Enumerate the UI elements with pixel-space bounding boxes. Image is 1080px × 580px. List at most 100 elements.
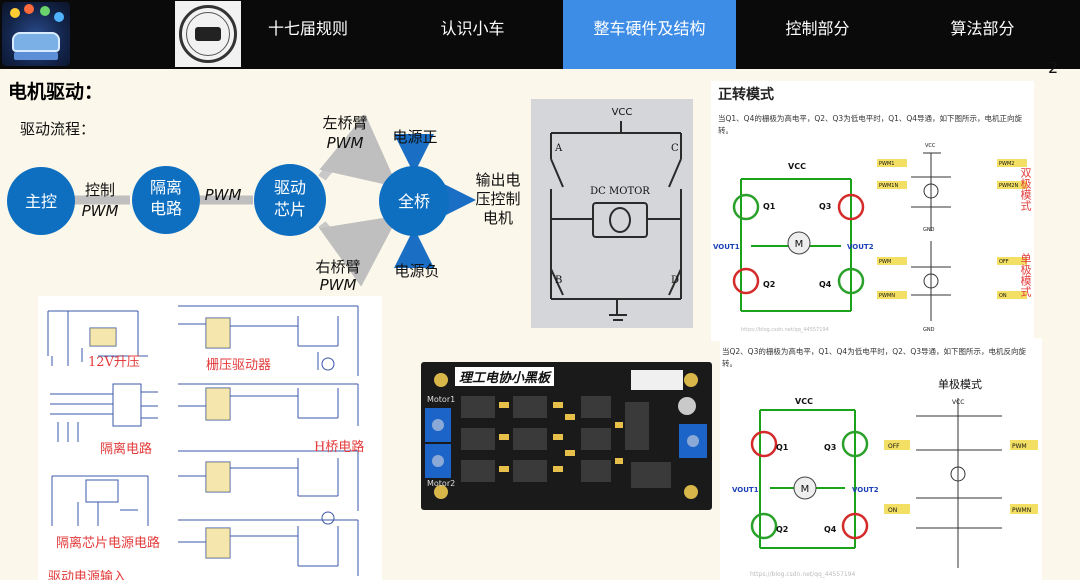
rv-on: ON	[888, 507, 897, 514]
fw-motor-label: M	[795, 239, 804, 250]
single-mode-label: 单极模式	[1019, 253, 1032, 297]
node-full-bridge	[379, 166, 449, 236]
arrow-left-arm	[318, 113, 398, 188]
arrow-right-arm	[318, 215, 399, 287]
node-drv-label-2: 芯片	[274, 200, 306, 219]
pcb-drawing: Motor1 Motor2	[425, 370, 707, 499]
logo-dot	[40, 6, 50, 16]
smart-car-logo	[2, 2, 70, 66]
node-iso-label-1: 隔离	[150, 178, 182, 197]
fw-q3: Q3	[819, 202, 831, 211]
logo-dot	[24, 4, 34, 14]
rv-q4: Q4	[824, 525, 837, 534]
node-main-controller	[7, 167, 75, 235]
left-arm-label: 左桥臂	[322, 114, 367, 132]
rv-vout2: VOUT2	[852, 486, 879, 494]
rv-off: OFF	[888, 443, 900, 450]
fw-vcc: VCC	[788, 162, 806, 171]
fw-pwmn: PWMN	[879, 293, 895, 299]
fw-pwm: PWM	[879, 259, 891, 265]
fw-gnd-bottom: GND	[923, 327, 935, 333]
node-isolation	[132, 166, 200, 234]
fw-gnd-top: GND	[923, 227, 935, 233]
hbridge-forward-image: 正转模式 当Q1、Q4的栅极为高电平，Q2、Q3为低电平时，Q1、Q4导通，如下…	[711, 81, 1034, 341]
single-mode-title: 单极模式	[938, 378, 982, 391]
label-12v-boost: 12V升压	[88, 355, 140, 370]
dc-motor-label: DC MOTOR	[590, 186, 650, 197]
driver-board-photo: 理工电协小黑板 Motor1 Motor2	[421, 362, 712, 510]
right-arm-label: 右桥臂	[315, 258, 360, 276]
rv-q2: Q2	[776, 525, 788, 534]
top-nav-bar: 十七届规则 认识小车 整车硬件及结构 控制部分 算法部分	[0, 0, 1080, 69]
tab-control[interactable]: 控制部分	[785, 19, 850, 38]
dc-switch-c: C	[671, 143, 679, 154]
output-label-2: 压控制	[475, 190, 520, 208]
schematic-drawing	[47, 305, 359, 576]
label-gate-driver: 栅压驱动器	[206, 358, 272, 373]
drive-flow-diagram: 主控 隔离 电路 驱动 芯片 全桥 控制 PWM PWM 左桥臂 PWM 右桥臂…	[7, 113, 521, 294]
node-bridge-label: 全桥	[398, 192, 430, 211]
dc-switch-d: D	[671, 275, 679, 286]
logo-car-shape	[12, 32, 60, 52]
forward-mode-desc: 当Q1、Q4的栅极为高电平，Q2、Q3为低电平时，Q1、Q4导通，如下图所示，电…	[718, 114, 1023, 135]
power-positive-label: 电源正	[392, 128, 437, 146]
rv-pwmn: PWMN	[1012, 507, 1031, 514]
rv-vcc-right: VCC	[952, 399, 964, 406]
edge-pwm-label-1: PWM	[82, 202, 119, 220]
rv-motor-label: M	[801, 484, 810, 495]
seal-inner-ring	[186, 12, 230, 56]
dc-switch-b: B	[555, 275, 562, 286]
dc-switch-a: A	[554, 143, 563, 154]
dc-vcc-label: VCC	[612, 107, 633, 118]
fw-watermark: https://blog.csdn.net/qq_44557194	[741, 327, 829, 333]
pcb-motor1-label: Motor1	[427, 395, 455, 404]
right-arm-pwm: PWM	[320, 276, 357, 294]
hbridge-reverse-image: 当Q2、Q3的栅极为高电平，Q1、Q4为低电平时，Q2、Q3导通，如下图所示，电…	[720, 338, 1042, 580]
fw-q2: Q2	[763, 280, 775, 289]
logo-plate	[14, 52, 58, 60]
driver-schematic-image: 12V升压 栅压驱动器 隔离电路 H桥电路 隔离芯片电源电路 驱动电源输入	[38, 296, 382, 580]
fw-pwm2n: PWM2N	[999, 183, 1018, 189]
tab-rules[interactable]: 十七届规则	[267, 19, 348, 38]
fw-pwm1: PWM1	[879, 161, 894, 167]
fw-pwm1n: PWM1N	[879, 183, 898, 189]
fw-on: ON	[999, 293, 1007, 299]
label-isolation: 隔离电路	[100, 442, 153, 457]
fw-vcc-right: VCC	[925, 143, 936, 149]
node-main-label: 主控	[25, 192, 57, 211]
logo-dot	[10, 8, 20, 18]
dc-motor-switch-photo: VCC DC MOTOR A C B D	[531, 99, 693, 328]
output-label-3: 电机	[483, 209, 513, 227]
label-h-bridge: H桥电路	[314, 440, 365, 455]
reverse-circuit-drawing: M VCC Q1 Q3 Q2 Q4 VOUT1 VOUT2 OFF PWM ON…	[732, 397, 1038, 578]
fw-q4: Q4	[819, 280, 832, 289]
seal-kart-shape	[195, 27, 221, 41]
fw-off: OFF	[999, 259, 1009, 265]
seal-ring	[179, 5, 237, 63]
edge-control-label: 控制	[85, 181, 115, 199]
left-arm-pwm: PWM	[327, 134, 364, 152]
label-drive-input: 驱动电源输入	[48, 570, 127, 580]
rv-pwm: PWM	[1012, 443, 1027, 450]
tab-hardware[interactable]: 整车硬件及结构	[563, 0, 736, 69]
edge-pwm-label-2: PWM	[205, 186, 242, 204]
rv-vout1: VOUT1	[732, 486, 759, 494]
rv-watermark: https://blog.csdn.net/qq_44557194	[750, 571, 856, 578]
fw-vout1: VOUT1	[713, 243, 740, 251]
forward-circuit-drawing: M VCC Q1 Q3 Q2 Q4 VOUT1 VOUT2 PWM1 PWM2 …	[713, 143, 1027, 333]
rv-q3: Q3	[824, 443, 836, 452]
rv-q1: Q1	[776, 443, 789, 452]
reverse-mode-desc: 当Q2、Q3的栅极为高电平，Q1、Q4为低电平时，Q2、Q3导通，如下图所示，电…	[722, 347, 1027, 368]
tab-algorithm[interactable]: 算法部分	[950, 19, 1015, 38]
node-iso-label-2: 电路	[150, 199, 182, 218]
node-drv-label-1: 驱动	[274, 178, 306, 197]
tab-car-intro[interactable]: 认识小车	[440, 19, 505, 38]
node-driver-chip	[254, 164, 326, 236]
power-negative-label: 电源负	[394, 262, 439, 280]
fw-pwm2: PWM2	[999, 161, 1014, 167]
fw-q1: Q1	[763, 202, 776, 211]
dual-mode-label: 双极模式	[1019, 167, 1032, 211]
rv-vcc: VCC	[795, 397, 813, 406]
forward-mode-title: 正转模式	[718, 87, 774, 103]
fw-vout2: VOUT2	[847, 243, 874, 251]
